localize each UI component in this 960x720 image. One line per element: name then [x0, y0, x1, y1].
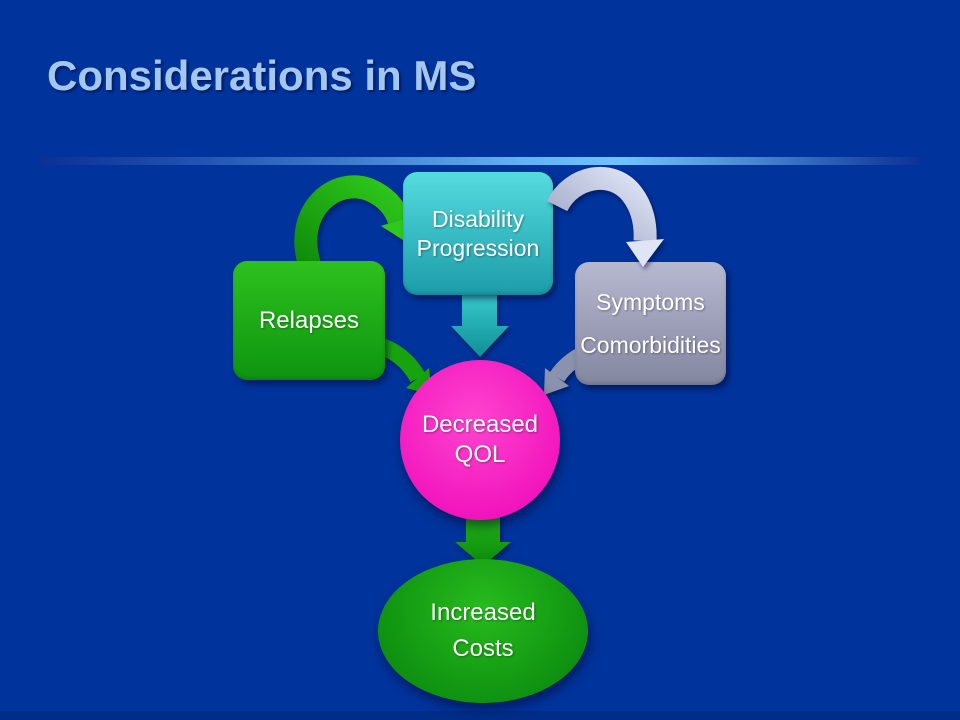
- node-symptoms-label-line2: Comorbidities: [580, 331, 721, 358]
- node-symptoms-label-line1: Symptoms: [596, 288, 705, 315]
- node-qol-label-line2: QOL: [454, 441, 506, 468]
- arrow-disability-to-symptoms: [546, 166, 664, 267]
- node-increased-costs: Increased Costs: [378, 559, 588, 703]
- node-costs-label-line1: Increased: [430, 599, 536, 626]
- node-costs-label-line2: Costs: [452, 635, 514, 662]
- node-relapses-label: Relapses: [258, 306, 360, 334]
- node-disability-progression: Disability Progression: [403, 172, 553, 295]
- node-decreased-qol: Decreased QOL: [400, 360, 560, 520]
- node-disability-label-line1: Disability: [431, 205, 525, 232]
- node-relapses: Relapses: [233, 261, 385, 380]
- node-disability-label-line2: Progression: [416, 234, 540, 261]
- title-divider: [40, 157, 920, 165]
- page-title: Considerations in MS: [47, 52, 477, 99]
- arrow-qol-to-costs: [455, 512, 511, 566]
- arrow-disability-to-qol: [451, 288, 509, 357]
- node-symptoms-comorbidities: Symptoms Comorbidities: [575, 262, 726, 385]
- node-qol-label-line1: Decreased: [421, 411, 539, 438]
- bottom-edge-bar: [0, 711, 960, 720]
